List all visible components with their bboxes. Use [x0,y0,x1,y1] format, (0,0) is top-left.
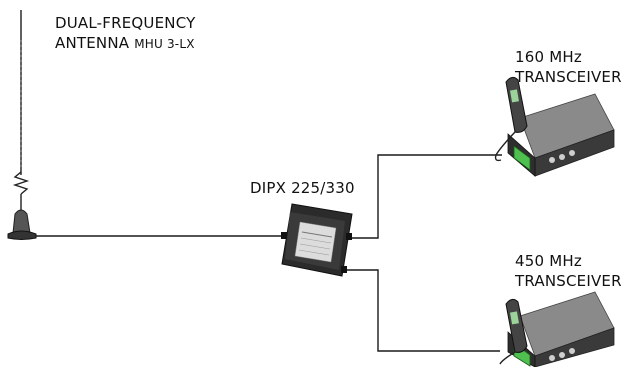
antenna-label-prefix: ANTENNA [55,34,135,52]
cables [36,154,502,352]
transceiver-top-freq: 160 MHz [515,48,582,66]
antenna-model: MHU 3-LX [134,37,195,51]
transceiver-bottom-label: 450 MHz TRANSCEIVER [515,251,622,291]
cable-to-450mhz [346,269,500,352]
antenna-label-line2: ANTENNA MHU 3-LX [55,33,195,54]
antenna-icon [7,10,37,240]
antenna-label-line1: DUAL-FREQUENCY [55,14,196,32]
diplexer-icon [281,203,353,277]
transceiver-top-label: 160 MHz TRANSCEIVER [515,47,622,87]
transceiver-bottom-type: TRANSCEIVER [515,272,622,290]
cable-to-160mhz [350,154,502,239]
antenna-label: DUAL-FREQUENCY ANTENNA MHU 3-LX [55,13,195,54]
transceiver-160mhz-icon [494,76,615,177]
diplexer-label: DIPX 225/330 [250,179,355,197]
transceiver-top-type: TRANSCEIVER [515,68,622,86]
transceiver-bottom-freq: 450 MHz [515,252,582,270]
transceiver-450mhz-icon [499,291,615,367]
